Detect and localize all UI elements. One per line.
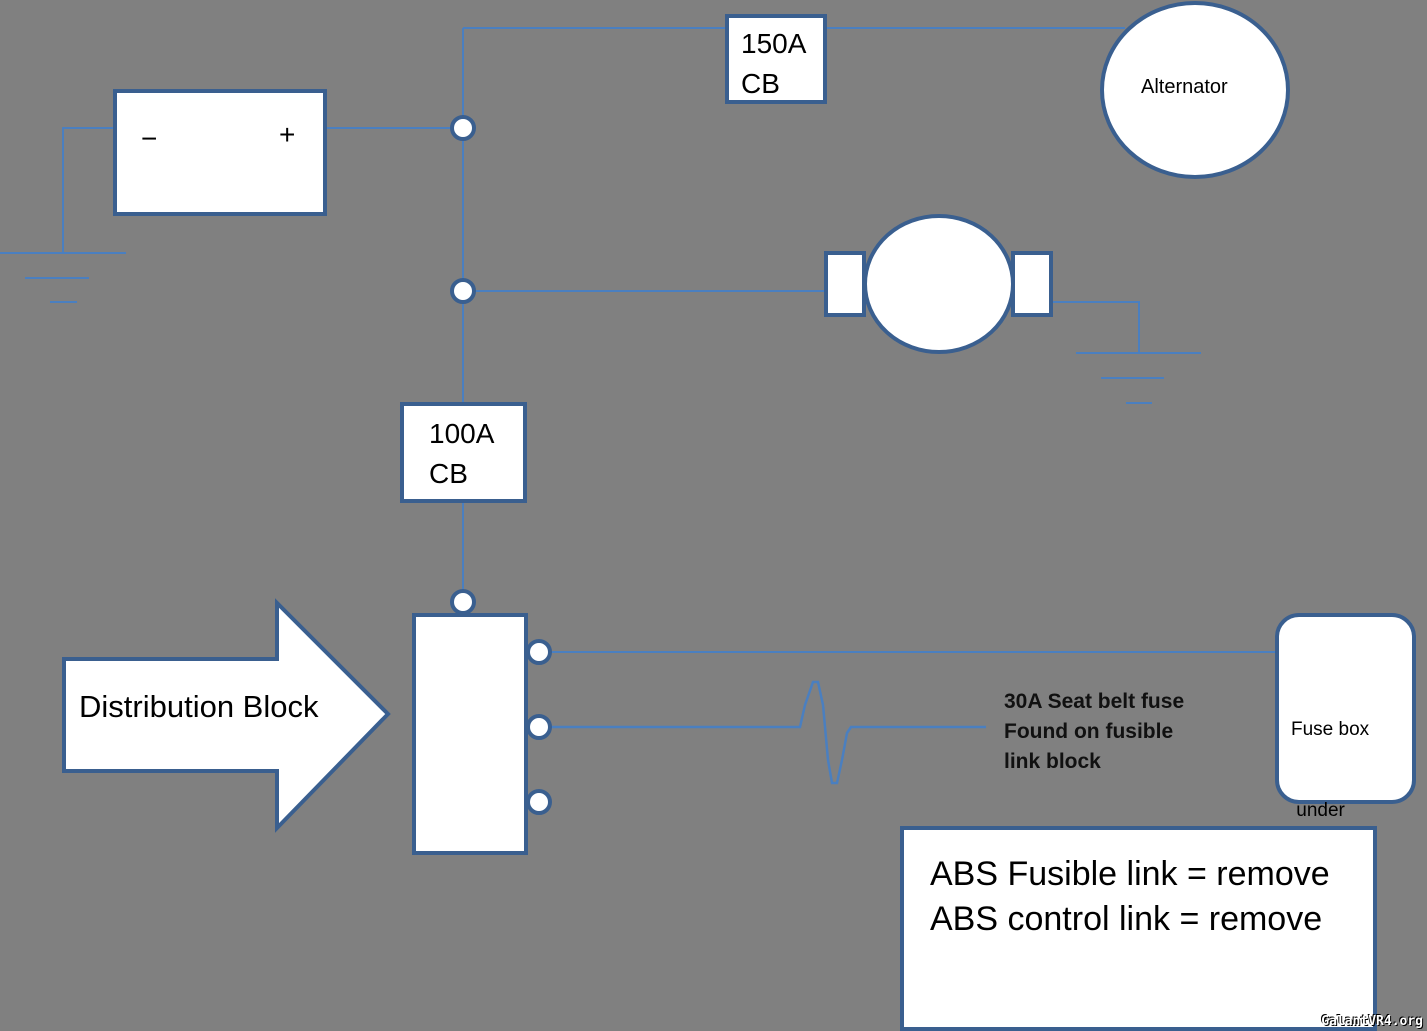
seatbelt-fuse-wire [539,680,986,785]
abs-note-line1: ABS Fusible link = remove [930,855,1330,893]
battery-positive-symbol: + [279,119,296,150]
breaker-100a-rating: 100A [429,418,495,449]
fuse-box-label-line2: under [1291,800,1345,821]
seatbelt-fuse-note: 30A Seat belt fuse Found on fusible link… [1004,687,1184,777]
abs-notes-box: ABS Fusible link = remove ABS control li… [900,826,1377,1031]
node-output-1 [526,639,552,665]
starter-right-terminal [1011,251,1053,317]
breaker-100a: 100A CB [400,402,527,503]
watermark: GalantVR4.org [1321,1014,1423,1029]
breaker-150a-type: CB [741,68,780,99]
distribution-block-label: Distribution Block [79,689,319,724]
starter-left-terminal [824,251,866,317]
fuse-box-shape [1275,613,1416,804]
alternator-shape [1100,1,1290,179]
seatbelt-fuse-note-line2: Found on fusible [1004,720,1174,743]
node-battery [450,115,476,141]
battery: − + [113,89,327,216]
starter-motor-shape [863,214,1015,354]
seatbelt-fuse-note-line1: 30A Seat belt fuse [1004,690,1185,713]
alternator-label: Alternator [1141,76,1228,98]
breaker-100a-type: CB [429,458,468,489]
starter-ground-wire [1051,301,1140,353]
distribution-arrow-shape [62,598,391,833]
battery-ground-wire [62,127,113,253]
distribution-block [412,613,528,855]
node-output-3 [526,789,552,815]
node-starter [450,278,476,304]
fuse-box-label-line1: Fuse box [1291,719,1370,740]
breaker-150a: 150A CB [725,14,827,104]
abs-note-line2: ABS control link = remove [930,900,1323,938]
seatbelt-fuse-note-line3: link block [1004,750,1101,773]
battery-negative-symbol: − [141,123,158,154]
node-distribution-input [450,589,476,615]
breaker-150a-rating: 150A [741,28,807,59]
node-output-2 [526,714,552,740]
